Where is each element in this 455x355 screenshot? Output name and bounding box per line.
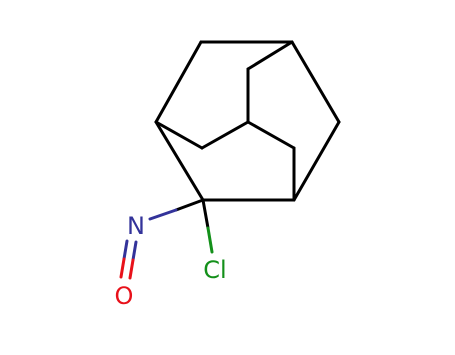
- bond-c2-c4: [290, 40, 341, 124]
- nitrogen-atom-label: N: [127, 212, 145, 240]
- oxygen-atom-label: O: [115, 282, 134, 310]
- bond-c10-n-carbon-half: [174, 198, 205, 212]
- bond-c6-c7: [200, 120, 250, 150]
- bond-c4-c9: [292, 120, 341, 202]
- bond-c10-n-nitrogen-half: [148, 208, 178, 221]
- bond-c6-c8: [246, 120, 296, 150]
- bond-c10-cl-carbon-half: [201, 198, 210, 230]
- bond-n-o-b-oxygen-half: [128, 258, 135, 280]
- bond-n-o-b-nitrogen-half: [131, 240, 138, 262]
- bond-c10-cl-chlorine-half: [206, 226, 214, 254]
- bond-n-o-a-nitrogen-half: [122, 239, 129, 261]
- bond-c7-c3: [154, 120, 204, 150]
- chlorine-atom-label: Cl: [203, 256, 226, 284]
- bond-c1-c3: [154, 40, 203, 124]
- bond-c2-c5: [246, 40, 294, 71]
- bond-n-o-a-oxygen-half: [119, 257, 126, 279]
- bond-c3-c10: [154, 120, 205, 202]
